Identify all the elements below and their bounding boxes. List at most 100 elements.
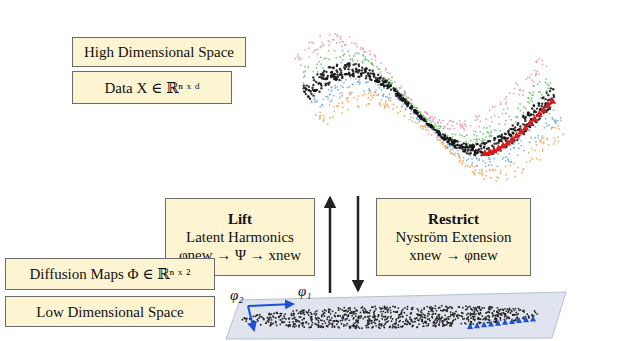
data-point [463, 157, 465, 159]
latent-point [358, 316, 360, 318]
data-point [385, 69, 387, 71]
data-point [563, 133, 565, 135]
data-point [462, 142, 464, 144]
data-point [547, 94, 549, 96]
latent-point [369, 319, 371, 321]
data-point [546, 83, 548, 85]
latent-point [440, 309, 442, 311]
latent-point [364, 316, 366, 318]
data-point [522, 94, 524, 96]
data-point [502, 158, 504, 160]
data-point [485, 165, 487, 167]
latent-point [355, 326, 357, 328]
data-point [554, 120, 556, 122]
data-point [492, 106, 494, 108]
data-point [376, 81, 378, 83]
latent-point [323, 315, 325, 317]
latent-point [450, 314, 452, 316]
latent-point [441, 317, 443, 319]
data-point [523, 150, 525, 152]
data-point [487, 140, 489, 142]
data-point [347, 97, 349, 99]
data-point [315, 114, 317, 116]
latent-point [368, 318, 370, 320]
data-point [323, 70, 325, 72]
data-point [344, 44, 346, 46]
data-point [473, 134, 475, 136]
data-point [328, 66, 330, 68]
data-point [456, 144, 458, 146]
data-point [508, 153, 510, 155]
latent-point [268, 319, 270, 321]
latent-point [478, 312, 480, 314]
data-point [370, 99, 372, 101]
data-point [332, 39, 334, 41]
data-point [380, 83, 382, 85]
data-point [507, 158, 509, 160]
data-point [331, 90, 333, 92]
data-point [411, 103, 413, 105]
latent-point [282, 318, 284, 320]
data-point [468, 158, 470, 160]
data-point [535, 73, 537, 75]
data-point [545, 122, 547, 124]
data-point [460, 144, 462, 146]
data-point [347, 87, 349, 89]
data-point [522, 116, 524, 118]
data-point [323, 74, 325, 76]
data-point [465, 165, 467, 167]
data-point [340, 36, 342, 38]
data-point [416, 117, 418, 119]
latent-point [300, 313, 302, 315]
data-point [459, 120, 461, 122]
data-point [495, 130, 497, 132]
latent-point [294, 317, 296, 319]
data-point [381, 89, 383, 91]
latent-point [303, 314, 305, 316]
latent-point [409, 323, 411, 325]
data-point [341, 45, 343, 47]
data-point [423, 119, 425, 121]
data-point [305, 93, 307, 95]
data-point [549, 90, 551, 92]
data-point [461, 135, 463, 137]
latent-point [341, 317, 343, 319]
data-point [538, 73, 540, 75]
data-point [464, 136, 466, 138]
data-point [351, 83, 353, 85]
latent-point [273, 313, 275, 315]
data-point [476, 165, 478, 167]
data-point [475, 149, 477, 151]
data-point [427, 126, 429, 128]
latent-point [374, 310, 376, 312]
data-point [476, 135, 478, 137]
data-point [411, 110, 413, 112]
data-point [397, 112, 399, 114]
data-point [411, 106, 413, 108]
data-point [325, 96, 327, 98]
data-point [375, 56, 377, 58]
latent-point [318, 326, 320, 328]
data-point [452, 148, 454, 150]
latent-point [470, 321, 472, 323]
data-point [416, 122, 418, 124]
data-point [455, 147, 457, 149]
latent-point [458, 315, 460, 317]
latent-point [384, 306, 386, 308]
data-point [471, 144, 473, 146]
latent-point [474, 315, 476, 317]
data-point [419, 115, 421, 117]
data-point [342, 107, 344, 109]
latent-point [481, 315, 483, 317]
data-point [327, 98, 329, 100]
data-point [534, 137, 536, 139]
data-point [330, 86, 332, 88]
latent-point [347, 315, 349, 317]
data-point [487, 140, 489, 142]
latent-point [494, 315, 496, 317]
data-point [320, 63, 322, 65]
data-point [456, 123, 458, 125]
latent-point [283, 317, 285, 319]
latent-point [434, 319, 436, 321]
latent-point [412, 325, 414, 327]
